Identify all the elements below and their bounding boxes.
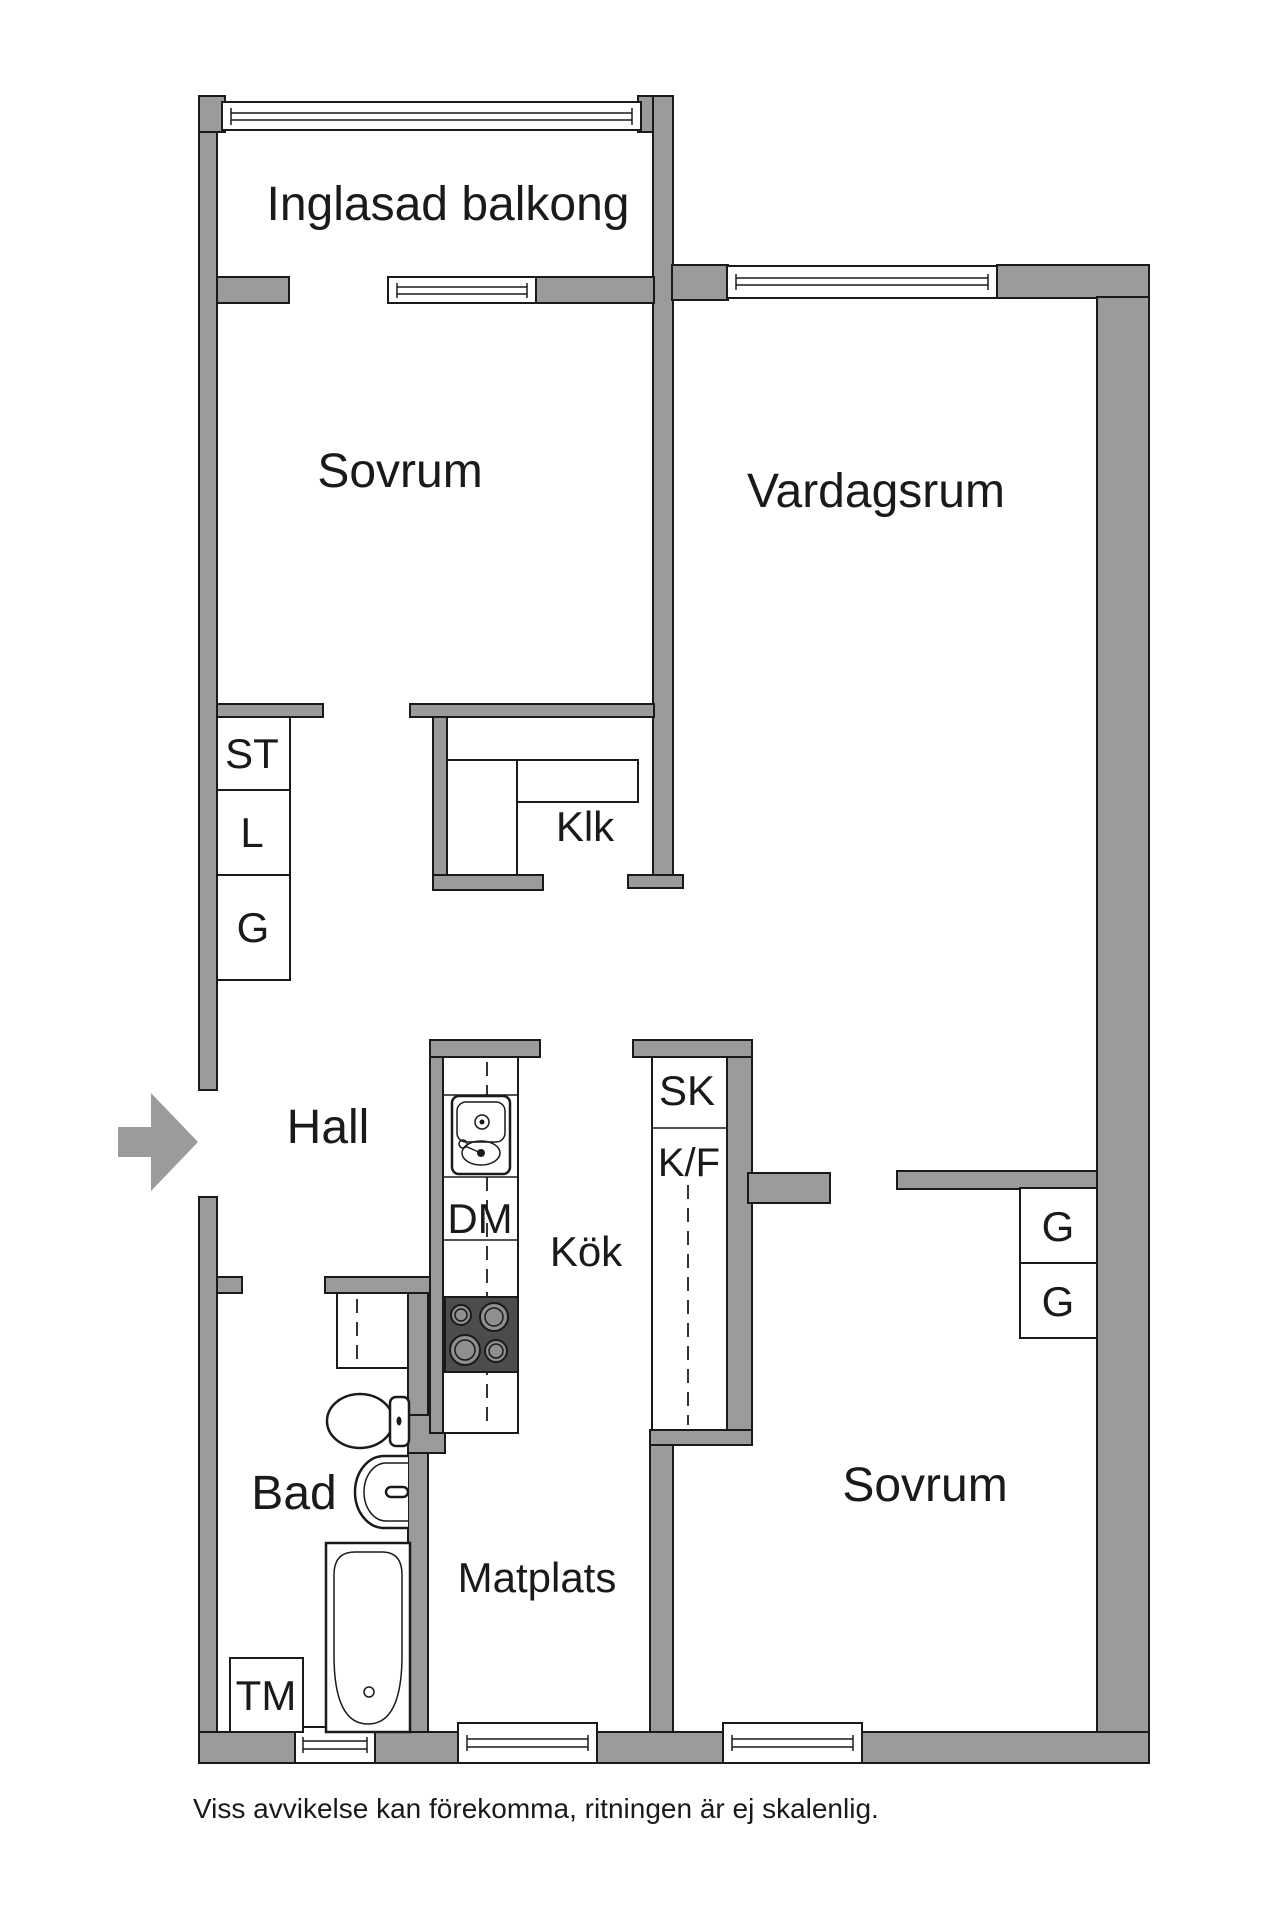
- wall: [198, 1196, 218, 1764]
- kitchen-tall-cabinets: [651, 1056, 728, 1431]
- room-label-balcony: Inglasad balkong: [267, 178, 630, 231]
- label-dishwasher: DM: [447, 1195, 512, 1242]
- wall: [747, 1172, 831, 1204]
- label-fridge-freezer: K/F: [658, 1141, 720, 1185]
- wall: [649, 1429, 753, 1446]
- label-closet-st: ST: [225, 730, 279, 777]
- wall: [652, 95, 674, 889]
- wall: [649, 1444, 674, 1733]
- disclaimer-text: Viss avvikelse kan förekomma, ritningen …: [193, 1793, 879, 1824]
- label-tall-cabinet: SK: [659, 1067, 715, 1114]
- wall: [726, 1056, 753, 1446]
- room-label-hall: Hall: [287, 1101, 370, 1154]
- washbasin-icon: [353, 1454, 410, 1530]
- wall: [216, 276, 290, 304]
- bathtub-icon: [324, 1541, 412, 1734]
- entrance-arrow-icon: [118, 1093, 198, 1191]
- room-label-bedroom1: Sovrum: [317, 445, 482, 498]
- closet-st: [216, 716, 291, 791]
- room-label-bedroom2: Sovrum: [842, 1459, 1007, 1512]
- room-label-living-room: Vardagsrum: [747, 465, 1005, 518]
- wall: [996, 264, 1150, 299]
- closets: [216, 716, 1098, 1733]
- stove-icon: [444, 1296, 519, 1373]
- wall: [429, 1039, 541, 1058]
- wall: [432, 874, 544, 891]
- wall: [429, 1056, 444, 1434]
- label-closet-l: L: [240, 809, 263, 856]
- window: [722, 1722, 863, 1764]
- room-label-kitchen: Kök: [550, 1228, 623, 1275]
- tall-cabinet-body: [651, 1056, 728, 1431]
- label-closet-g2: G: [1042, 1203, 1075, 1250]
- bathroom-fixtures: [324, 1392, 412, 1734]
- wall: [535, 276, 655, 304]
- wall: [198, 95, 218, 1091]
- room-label-bathroom: Bad: [251, 1467, 336, 1520]
- wall: [409, 703, 655, 718]
- label-closet-g3: G: [1042, 1278, 1075, 1325]
- label-washing-machine: TM: [236, 1672, 297, 1719]
- window: [457, 1722, 598, 1764]
- label-closet-g1: G: [237, 904, 270, 951]
- window: [726, 265, 998, 299]
- window: [221, 101, 642, 131]
- room-label-dining: Matplats: [458, 1554, 617, 1601]
- wall: [1096, 296, 1150, 1764]
- closet-g1: [216, 874, 291, 981]
- wall: [216, 703, 324, 718]
- sink-icon: [450, 1094, 512, 1176]
- klk-wardrobe-left: [446, 759, 518, 876]
- kitchen-counter: [442, 1056, 519, 1434]
- window: [387, 276, 537, 304]
- wall: [896, 1170, 1098, 1190]
- toilet-icon: [325, 1392, 411, 1450]
- washing-machine: [229, 1657, 304, 1733]
- bathroom-cabinet: [336, 1292, 409, 1369]
- wall: [324, 1276, 432, 1294]
- closet-l: [216, 789, 291, 876]
- wall: [627, 874, 684, 889]
- klk-wardrobe-top: [516, 759, 639, 803]
- windows: [221, 101, 998, 1764]
- closet-g3: [1019, 1262, 1098, 1339]
- wall: [671, 264, 729, 301]
- wall: [632, 1039, 753, 1058]
- wall: [432, 716, 448, 878]
- wall: [216, 1276, 243, 1294]
- label-klk: Klk: [556, 803, 615, 850]
